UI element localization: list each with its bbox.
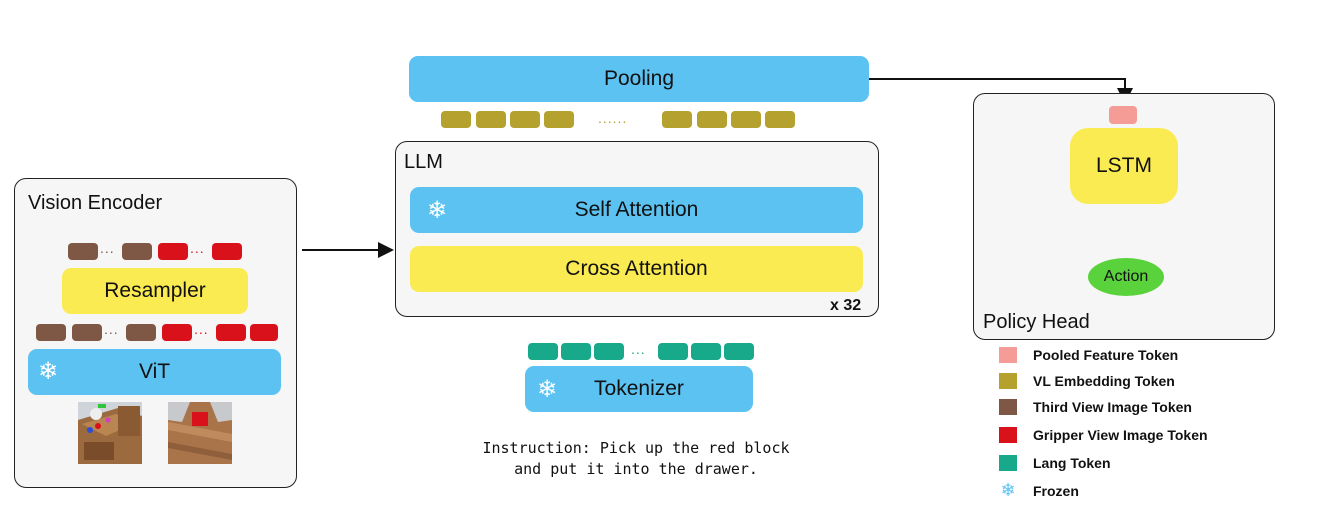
lang-token: [691, 343, 721, 360]
token-ellipsis: ...: [190, 240, 205, 256]
token-ellipsis: ...: [100, 240, 115, 256]
token-ellipsis: ......: [598, 110, 628, 126]
token-ellipsis: ...: [194, 321, 209, 337]
legend-third-view: Third View Image Token: [999, 398, 1192, 416]
legend-swatch: [999, 347, 1017, 363]
instruction-line-2: and put it into the drawer.: [514, 460, 758, 478]
legend-gripper-view: Gripper View Image Token: [999, 426, 1208, 444]
lang-token: [594, 343, 624, 360]
third-view-token: [68, 243, 98, 260]
vl-embedding-token: [544, 111, 574, 128]
lstm-block: LSTM: [1070, 128, 1178, 204]
vl-embedding-token: [765, 111, 795, 128]
gripper-view-token: [216, 324, 246, 341]
gripper-view-token: [162, 324, 192, 341]
vl-embedding-token: [476, 111, 506, 128]
lang-token: [528, 343, 558, 360]
vl-embedding-token: [441, 111, 471, 128]
vit-block: ViT: [28, 349, 281, 395]
vl-embedding-token: [697, 111, 727, 128]
vl-embedding-token: [662, 111, 692, 128]
pooled-feature-token: [1109, 106, 1137, 124]
snowflake-icon: ❄: [1000, 480, 1016, 501]
legend-label: Third View Image Token: [1033, 399, 1192, 415]
gripper-view-token: [158, 243, 188, 260]
legend-label: Lang Token: [1033, 455, 1111, 471]
legend-frozen: ❄ Frozen: [999, 480, 1079, 501]
third-view-image: [78, 402, 142, 464]
action-output: Action: [1088, 258, 1164, 296]
policy-head-title: Policy Head: [983, 311, 1090, 333]
token-ellipsis: ...: [631, 341, 646, 357]
legend-label: VL Embedding Token: [1033, 373, 1175, 389]
third-view-token: [36, 324, 66, 341]
token-ellipsis: ...: [104, 321, 119, 337]
self-attention-block: Self Attention: [410, 187, 863, 233]
legend-label: Frozen: [1033, 483, 1079, 499]
third-view-token: [122, 243, 152, 260]
legend-swatch: [999, 427, 1017, 443]
third-view-token: [72, 324, 102, 341]
frozen-snowflake-icon: ❄: [537, 375, 558, 403]
resampler-block: Resampler: [62, 268, 248, 314]
legend-swatch: [999, 399, 1017, 415]
vl-embedding-token: [731, 111, 761, 128]
frozen-snowflake-icon: ❄: [427, 196, 448, 224]
tokenizer-block: Tokenizer: [525, 366, 753, 412]
llm-title: LLM: [404, 151, 443, 173]
frozen-snowflake-icon: ❄: [38, 357, 59, 385]
lang-token: [658, 343, 688, 360]
instruction-line-1: Instruction: Pick up the red block: [482, 439, 790, 457]
legend-pooled-feature: Pooled Feature Token: [999, 346, 1178, 364]
cross-attention-block: Cross Attention: [410, 246, 863, 292]
gripper-view-token: [212, 243, 242, 260]
pooling-block: Pooling: [409, 56, 869, 102]
third-view-token: [126, 324, 156, 341]
legend-label: Gripper View Image Token: [1033, 427, 1208, 443]
lang-token: [561, 343, 591, 360]
legend-vl-embedding: VL Embedding Token: [999, 372, 1175, 390]
gripper-view-token: [250, 324, 278, 341]
legend-swatch: [999, 455, 1017, 471]
layer-repeat-count: x 32: [830, 297, 862, 314]
gripper-view-image: [168, 402, 232, 464]
legend-swatch: [999, 373, 1017, 389]
legend-label: Pooled Feature Token: [1033, 347, 1179, 363]
vision-encoder-title: Vision Encoder: [28, 192, 163, 214]
legend-lang: Lang Token: [999, 454, 1111, 472]
vl-embedding-token: [510, 111, 540, 128]
lang-token: [724, 343, 754, 360]
